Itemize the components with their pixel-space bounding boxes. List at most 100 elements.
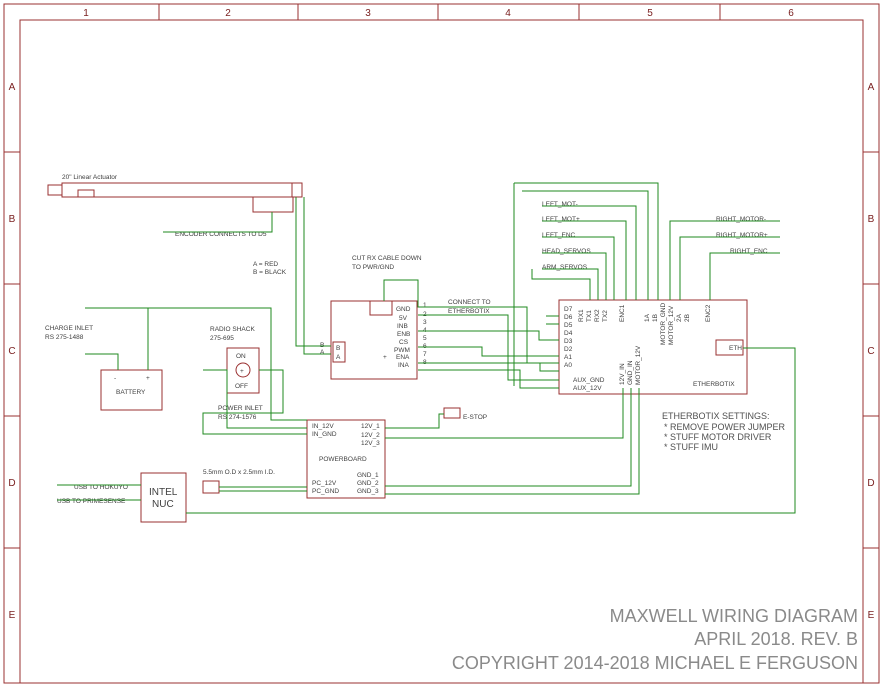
settings-title: ETHERBOTIX SETTINGS: — [662, 411, 770, 421]
wires — [57, 182, 796, 514]
switch-off-label: OFF — [235, 383, 248, 390]
pb-12v-1: 12V_1 — [361, 423, 380, 430]
eb-pin-d4: D4 — [564, 330, 573, 337]
harness-head-servos: HEAD_SERVOS — [542, 248, 591, 255]
motor-driver: B A B A + GND 5V INB ENB CS PWM ENA INA … — [320, 300, 427, 380]
estop-label: E-STOP — [463, 414, 487, 421]
etherbotix-title: ETHERBOTIX — [693, 381, 735, 388]
eb-enc2: ENC2 — [705, 304, 712, 322]
eb-1a: 1A — [644, 313, 651, 322]
col-label-6: 6 — [788, 8, 794, 19]
eb-2a: 2A — [676, 313, 683, 322]
title-line2: APRIL 2018. REV. B — [694, 629, 858, 649]
pb-12v-3: 12V_3 — [361, 440, 380, 447]
eb-tx2: TX2 — [602, 310, 609, 322]
row-label-b: B — [9, 214, 16, 225]
radio-shack-line1: RADIO SHACK — [210, 326, 255, 333]
driver-pin-gnd: GND — [396, 306, 411, 313]
eb-pin-d7: D7 — [564, 306, 573, 313]
pb-in-gnd: IN_GND — [312, 431, 337, 438]
intel-nuc: INTEL NUC — [140, 472, 187, 523]
cable-note-line1: CUT RX CABLE DOWN — [352, 255, 422, 262]
barrel-plug — [202, 480, 220, 494]
driver-pin-ina: INA — [398, 362, 410, 369]
grid-labels: 1 2 3 4 5 6 A B C D E A B C D E — [8, 8, 874, 621]
pin-number-3: 3 — [423, 319, 427, 326]
eb-pin-d5: D5 — [564, 322, 573, 329]
pin-number-1: 1 — [423, 302, 427, 309]
harness-right-enc: RIGHT_ENC — [730, 248, 768, 255]
col-label-3: 3 — [365, 8, 371, 19]
driver-center-mark: + — [383, 354, 387, 361]
cable-note-line2: TO PWR/GND — [352, 264, 394, 271]
col-label-5: 5 — [647, 8, 653, 19]
power-switch: ON + OFF — [226, 347, 260, 394]
row-label-a: A — [9, 82, 16, 93]
eb-aux-12v: AUX_12V — [573, 385, 602, 392]
settings-item-2: * STUFF MOTOR DRIVER — [664, 432, 772, 442]
driver-pin-5v: 5V — [399, 315, 408, 322]
driver-pin-numbers: 1 2 3 4 5 6 7 8 — [423, 302, 427, 366]
harness-left-enc: LEFT_ENC — [542, 232, 576, 239]
harness-left-mot-pos: LEFT_MOT+ — [542, 216, 580, 223]
eb-rx1: RX1 — [578, 309, 585, 322]
col-label-1: 1 — [83, 8, 89, 19]
row-label-c-right: C — [867, 346, 874, 357]
charge-inlet-line2: RS 275-1488 — [45, 334, 84, 341]
battery-pos: + — [146, 375, 150, 382]
driver-side-a: A — [320, 349, 325, 356]
row-label-d-right: D — [867, 478, 874, 489]
eb-rx2: RX2 — [594, 309, 601, 322]
harness-left-mot-neg: LEFT_MOT- — [542, 201, 578, 208]
drawing-frame — [3, 3, 880, 684]
connect-note-line1: CONNECT TO — [448, 299, 491, 306]
pb-12v-2: 12V_2 — [361, 432, 380, 439]
driver-pin-cs: CS — [399, 339, 409, 346]
radio-shack-line2: 275-695 — [210, 335, 234, 342]
eb-tx1: TX1 — [586, 310, 593, 322]
settings-item-3: * STUFF IMU — [664, 442, 718, 452]
row-label-c: C — [8, 346, 15, 357]
eb-gnd-in: GND_IN — [627, 360, 634, 385]
actuator-label: 20" Linear Actuator — [62, 174, 118, 181]
etherbotix: ETH ETHERBOTIX D7 D6 D5 D4 D3 D2 A1 A0 A… — [558, 299, 748, 395]
eb-12v-in: 12V_IN — [619, 363, 626, 385]
encoder-note: ENCODER CONNECTS TO D5 — [175, 231, 267, 238]
pb-gnd-3: GND_3 — [357, 488, 379, 495]
eb-pin-d2: D2 — [564, 346, 573, 353]
nuc-line2: NUC — [152, 499, 174, 510]
pb-in-12v: IN_12V — [312, 423, 334, 430]
pb-pc-12v: PC_12V — [312, 480, 337, 487]
powerboard-title: POWERBOARD — [319, 456, 367, 463]
pin-number-7: 7 — [423, 351, 427, 358]
eb-pin-d6: D6 — [564, 314, 573, 321]
row-label-a-right: A — [868, 82, 875, 93]
estop-switch — [443, 407, 461, 419]
eb-1b: 1B — [652, 314, 659, 322]
pb-gnd-2: GND_2 — [357, 480, 379, 487]
eb-motor-12v-mid: MOTOR_12V — [635, 345, 642, 385]
driver-pin-pwm: PWM — [394, 347, 410, 354]
eth-port: ETH — [729, 345, 742, 352]
eb-pin-d3: D3 — [564, 338, 573, 345]
col-label-2: 2 — [225, 8, 231, 19]
driver-pin-labels: GND 5V INB ENB CS PWM ENA INA — [394, 306, 411, 369]
title-line1: MAXWELL WIRING DIAGRAM — [610, 606, 858, 626]
driver-pin-ena: ENA — [396, 354, 410, 361]
wire-color-b: B = BLACK — [253, 269, 287, 276]
battery: - + BATTERY — [100, 369, 163, 411]
row-label-b-right: B — [868, 214, 875, 225]
row-label-e-right: E — [868, 610, 875, 621]
eb-aux-gnd: AUX_GND — [573, 377, 605, 384]
harness-right-motor-pos: RIGHT_MOTOR+ — [716, 232, 768, 239]
driver-terminal-b: B — [336, 345, 340, 352]
battery-neg: - — [114, 375, 116, 382]
row-label-e: E — [9, 610, 16, 621]
eb-pin-a0: A0 — [564, 362, 572, 369]
title-line3: COPYRIGHT 2014-2018 MICHAEL E FERGUSON — [452, 653, 858, 673]
svg-text:+: + — [240, 368, 244, 375]
battery-label: BATTERY — [116, 389, 146, 396]
charge-inlet-line1: CHARGE INLET — [45, 325, 93, 332]
harness-right-motor-neg: RIGHT_MOTOR- — [716, 216, 766, 223]
